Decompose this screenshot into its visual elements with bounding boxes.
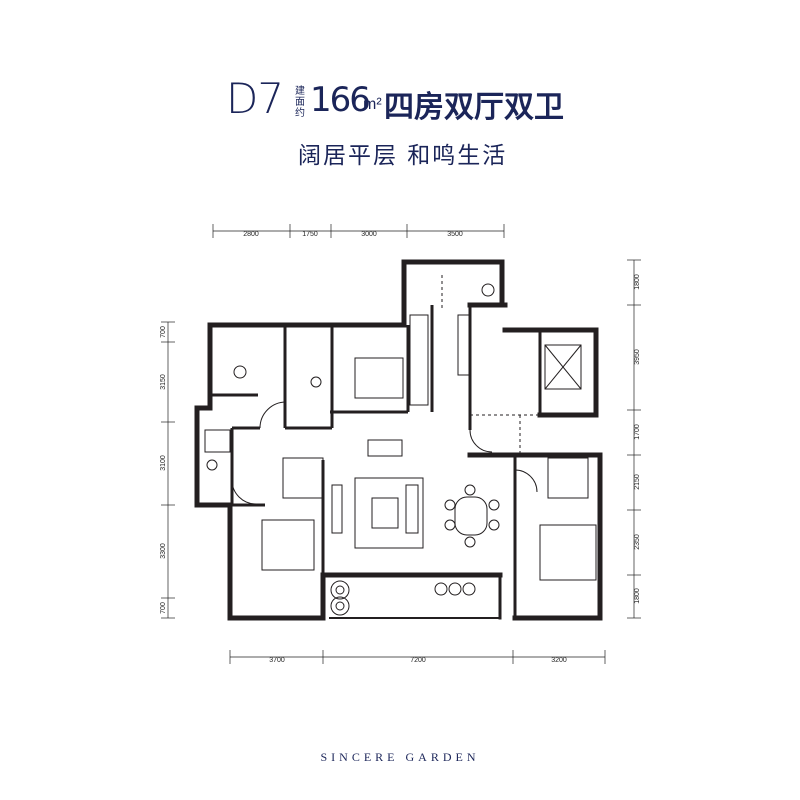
dim-right-5: 2350 [634, 534, 641, 550]
interior-walls [210, 305, 542, 618]
dim-left-2: 3150 [160, 374, 167, 390]
model-code: D7 [226, 74, 284, 123]
dimension-left [161, 321, 175, 619]
dim-bottom-3: 3200 [551, 657, 567, 664]
plant-icons [330, 580, 350, 616]
dim-right-2: 3950 [634, 349, 641, 365]
dim-right-4: 2150 [634, 474, 641, 490]
dimension-top [212, 224, 505, 238]
dimension-right [627, 259, 641, 619]
dim-bottom-2: 7200 [410, 657, 426, 664]
room-fixtures [204, 275, 597, 596]
brand-footer: SINCERE GARDEN [320, 750, 480, 764]
dim-top-2: 1750 [302, 231, 318, 238]
dim-right-3: 1700 [634, 424, 641, 440]
dim-left-1: 700 [160, 326, 167, 338]
layout-type: 四房双厅双卫 [384, 90, 564, 125]
exterior-walls [194, 259, 603, 621]
dim-right-6: 1800 [634, 588, 641, 604]
area-label: 建面约 [295, 86, 305, 119]
dimension-bottom [229, 650, 606, 664]
dim-right-1: 1800 [634, 274, 641, 290]
dim-left-3: 3100 [160, 455, 167, 471]
slogan: 阔居平层 和鸣生活 [298, 143, 508, 169]
dim-top-3: 3000 [361, 231, 377, 238]
dim-left-5: 700 [160, 602, 167, 614]
area-unit: m² [363, 96, 382, 113]
dim-left-4: 3300 [160, 543, 167, 559]
dim-top-4: 3500 [447, 231, 463, 238]
dim-bottom-1: 3700 [269, 657, 285, 664]
dim-top-1: 2800 [243, 231, 259, 238]
area-value: 166 [310, 80, 371, 120]
